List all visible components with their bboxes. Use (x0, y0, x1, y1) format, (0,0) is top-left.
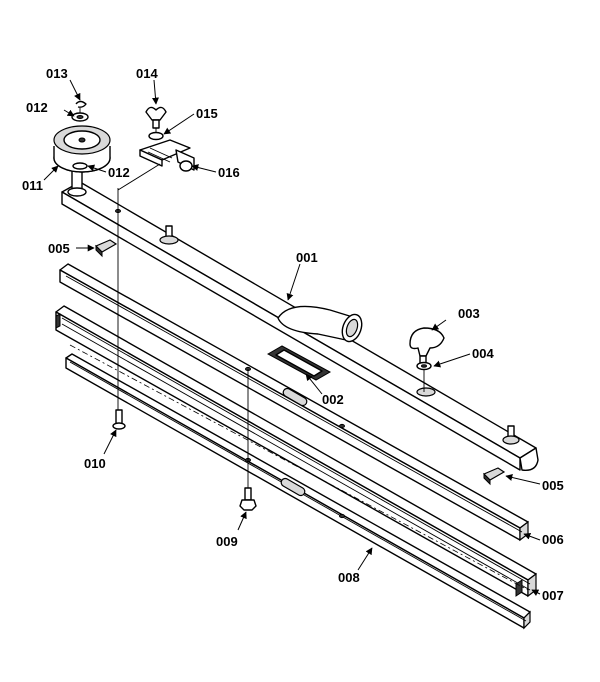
label-003: 003 (458, 306, 480, 321)
pulley-011 (53, 125, 111, 197)
label-009: 009 (216, 534, 238, 549)
screw-010 (112, 409, 126, 430)
label-010: 010 (84, 456, 106, 471)
knob-003 (409, 327, 445, 367)
label-006: 006 (542, 532, 564, 547)
label-014: 014 (136, 66, 158, 81)
plate-002 (266, 345, 332, 381)
label-008: 008 (338, 570, 360, 585)
label-015: 015 (196, 106, 218, 121)
pad-005-left (94, 239, 118, 258)
washer-012-top (71, 112, 89, 122)
label-002: 002 (322, 392, 344, 407)
label-005-right: 005 (542, 478, 564, 493)
wing-nut-014 (145, 106, 167, 129)
main-arm-001 (61, 181, 539, 471)
pad-005-right (482, 467, 506, 486)
label-001: 001 (296, 250, 318, 265)
label-004: 004 (472, 346, 494, 361)
rail-007 (55, 305, 537, 598)
leader-lines (43, 79, 541, 596)
label-011: 011 (22, 178, 43, 193)
rail-006 (59, 263, 529, 542)
rail-008 (65, 353, 531, 630)
assembly-lines (79, 108, 425, 488)
label-012-top: 012 (26, 100, 48, 115)
clip-013 (75, 100, 87, 108)
label-013: 013 (46, 66, 68, 81)
centerline (69, 344, 529, 591)
nut-009 (239, 487, 257, 511)
part-labels: 013 012 011 012 014 015 016 005 001 003 … (22, 66, 564, 603)
label-016: 016 (218, 165, 240, 180)
washer-004 (416, 361, 432, 371)
label-005-left: 005 (48, 241, 70, 256)
label-012-bottom: 012 (108, 165, 130, 180)
washer-015 (148, 131, 164, 141)
bracket-016 (139, 139, 195, 172)
label-007: 007 (542, 588, 564, 603)
